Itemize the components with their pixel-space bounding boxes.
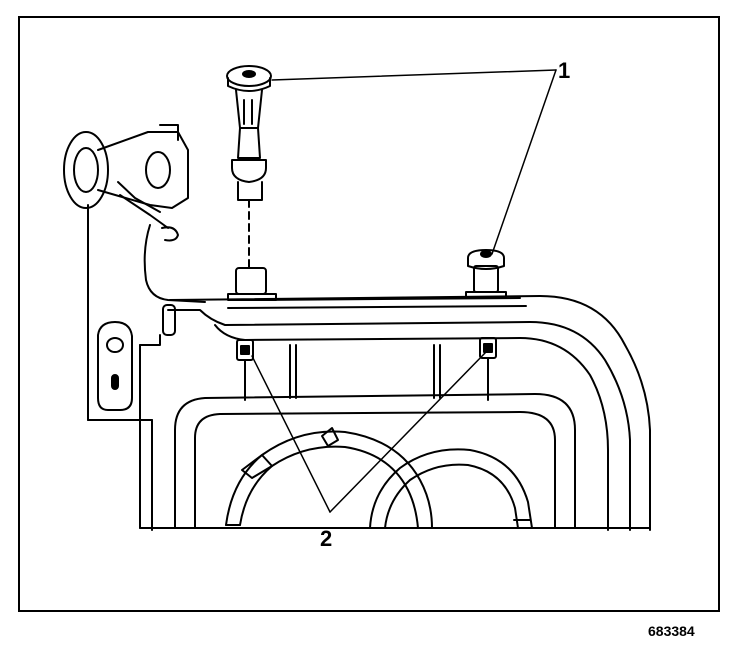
lower-mount-boss [227, 267, 277, 301]
callout-1-leaders [271, 69, 557, 255]
figure-id: 683384 [648, 623, 695, 639]
callout-1-label: 1 [558, 58, 570, 83]
panel-opening-outer [174, 393, 576, 529]
callout-2-label: 2 [320, 526, 332, 551]
panel-opening-inner [194, 411, 556, 529]
callout-2-leaders [251, 351, 487, 513]
fastener-exploded [226, 65, 272, 201]
hose-left [225, 430, 433, 529]
fastener-receptacle-left [236, 339, 254, 361]
hose-clip [321, 427, 339, 447]
left-pillar [87, 204, 161, 531]
routing-cable [143, 224, 206, 303]
fastener-installed [465, 249, 507, 299]
hinge-assembly [63, 124, 189, 242]
cable-clip [162, 304, 176, 336]
diagram-frame [18, 16, 720, 612]
pillar-bracket [97, 321, 133, 411]
upright-posts [244, 344, 489, 401]
hose-right [369, 448, 533, 529]
